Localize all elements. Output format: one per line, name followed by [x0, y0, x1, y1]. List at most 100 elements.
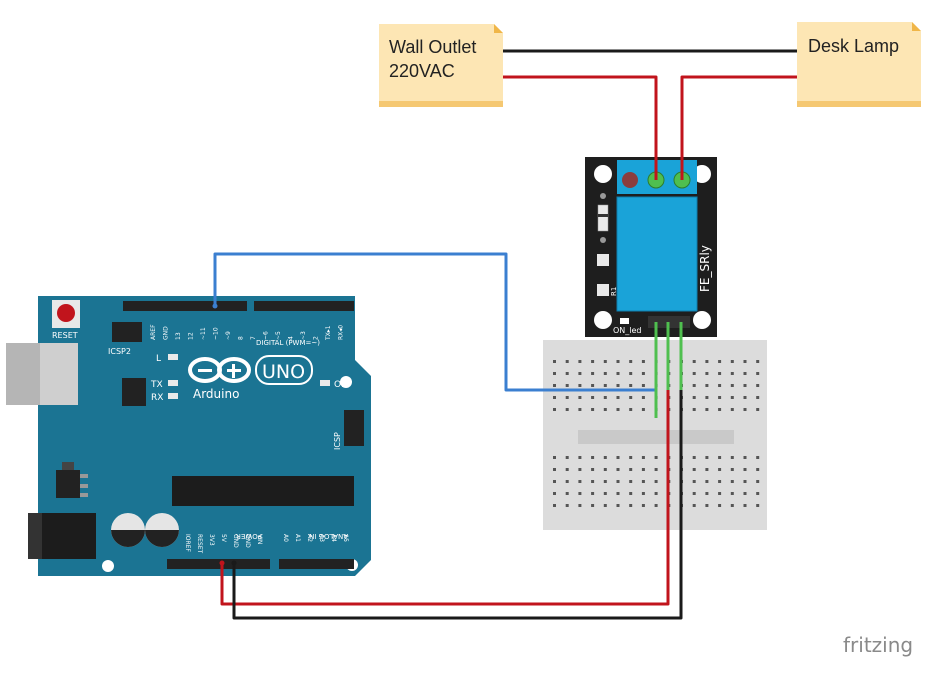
breadboard-hole [756, 360, 760, 363]
breadboard-hole [692, 396, 696, 399]
pin-label: AREF [150, 324, 157, 340]
brand-label: Arduino [193, 387, 239, 401]
breadboard-hole [756, 384, 760, 387]
analog-label: ANALOG IN [309, 532, 348, 540]
reset-label: RESET [52, 331, 78, 340]
breadboard-hole [730, 492, 734, 495]
breadboard-hole [692, 456, 696, 459]
breadboard-hole [718, 384, 722, 387]
breadboard-hole [578, 492, 582, 495]
breadboard-hole [641, 492, 645, 495]
breadboard-hole [603, 408, 607, 411]
pin-label: ~10 [213, 327, 220, 340]
pin-label: 3V3 [208, 534, 215, 546]
breadboard-hole [565, 396, 569, 399]
breadboard-hole [705, 504, 709, 507]
breadboard-hole [692, 492, 696, 495]
breadboard-hole [705, 492, 709, 495]
breadboard-hole [603, 360, 607, 363]
arduino-uno: RESET ICSP2 L TX RX ON UNO Arduino [6, 296, 371, 576]
breadboard-hole [616, 372, 620, 375]
breadboard-hole [743, 360, 747, 363]
wire-5v-red [220, 390, 670, 606]
pin-label: RX◂0 [338, 325, 345, 340]
breadboard-hole [705, 468, 709, 471]
led-rx-label: RX [151, 393, 163, 403]
breadboard-hole [565, 504, 569, 507]
pin-label: GND [163, 326, 170, 340]
resistor-label: R1 [610, 287, 618, 296]
breadboard-hole [629, 504, 633, 507]
breadboard-hole [743, 480, 747, 483]
pin-label: 12 [188, 332, 195, 340]
wire-signal-blue [213, 252, 656, 392]
mount-hole [594, 311, 612, 329]
breadboard-hole [591, 396, 595, 399]
reset-button-cap[interactable] [57, 304, 75, 322]
arduino-logo: UNO Arduino [188, 355, 313, 401]
breadboard-hole [692, 360, 696, 363]
breadboard-hole [743, 396, 747, 399]
icsp2-header [112, 322, 142, 342]
breadboard-hole [629, 396, 633, 399]
breadboard-hole [756, 468, 760, 471]
wire-ac-red-outlet [503, 75, 658, 180]
breadboard-hole [616, 468, 620, 471]
pin-label: ~9 [225, 331, 232, 340]
breadboard-hole [730, 372, 734, 375]
pin-label: A0 [282, 534, 289, 542]
breadboard-hole [641, 384, 645, 387]
relay-body [616, 196, 698, 312]
breadboard-hole [654, 504, 658, 507]
breadboard-hole [616, 480, 620, 483]
breadboard-hole [730, 396, 734, 399]
breadboard-hole [654, 492, 658, 495]
breadboard-hole [641, 456, 645, 459]
breadboard-hole [756, 492, 760, 495]
breadboard-hole [616, 492, 620, 495]
breadboard-hole [718, 396, 722, 399]
relay-module: FE_SRly R1 ON_led [585, 157, 717, 337]
breadboard-hole [718, 468, 722, 471]
breadboard-hole [591, 360, 595, 363]
breadboard-hole [654, 456, 658, 459]
breadboard-hole [616, 408, 620, 411]
breadboard-hole [641, 396, 645, 399]
breadboard-hole [718, 372, 722, 375]
breadboard-hole [603, 480, 607, 483]
pin-label: ~3 [300, 331, 307, 340]
breadboard-hole [730, 504, 734, 507]
breadboard-hole [591, 492, 595, 495]
on-led [620, 318, 629, 324]
breadboard-hole [616, 384, 620, 387]
breadboard-hole [641, 504, 645, 507]
breadboard-hole [730, 480, 734, 483]
wires [212, 49, 797, 620]
breadboard-hole [578, 456, 582, 459]
breadboard-hole [591, 468, 595, 471]
breadboard-hole [565, 408, 569, 411]
breadboard-hole [692, 480, 696, 483]
breadboard-hole [705, 456, 709, 459]
breadboard-hole [756, 480, 760, 483]
wire-ac-red-lamp [680, 75, 797, 180]
pin-label: 2 [313, 336, 320, 340]
pin-label: 7 [250, 336, 257, 340]
breadboard-hole [629, 468, 633, 471]
breadboard-hole [743, 408, 747, 411]
breadboard-hole [578, 504, 582, 507]
mount-hole [693, 311, 711, 329]
breadboard-hole [629, 372, 633, 375]
breadboard-hole [578, 408, 582, 411]
mount-hole [693, 165, 711, 183]
breadboard-hole [553, 504, 556, 507]
pin-label: 13 [175, 332, 182, 340]
breadboard-hole [743, 504, 747, 507]
pin-label: A5 [342, 534, 349, 542]
breadboard-hole [692, 384, 696, 387]
breadboard-hole [591, 480, 595, 483]
breadboard-hole [692, 408, 696, 411]
pin-label: RESET [196, 534, 203, 554]
breadboard-hole [553, 384, 556, 387]
